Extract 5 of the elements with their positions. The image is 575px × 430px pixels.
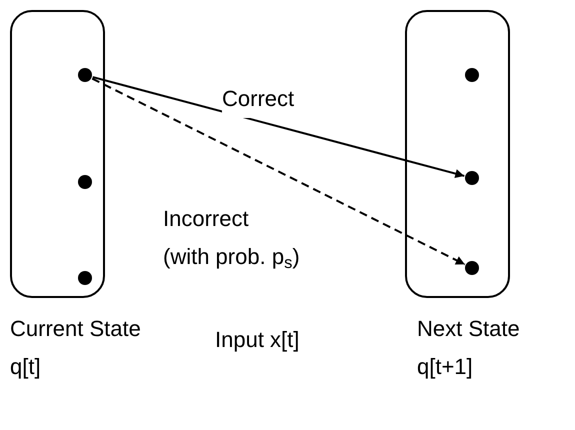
input-label: Input x[t] [215,326,300,354]
panel-label: Next State q[t+1] [417,315,521,381]
panel-label: Current State q[t] [10,315,142,381]
arrow [92,76,465,178]
arrow [92,78,466,266]
